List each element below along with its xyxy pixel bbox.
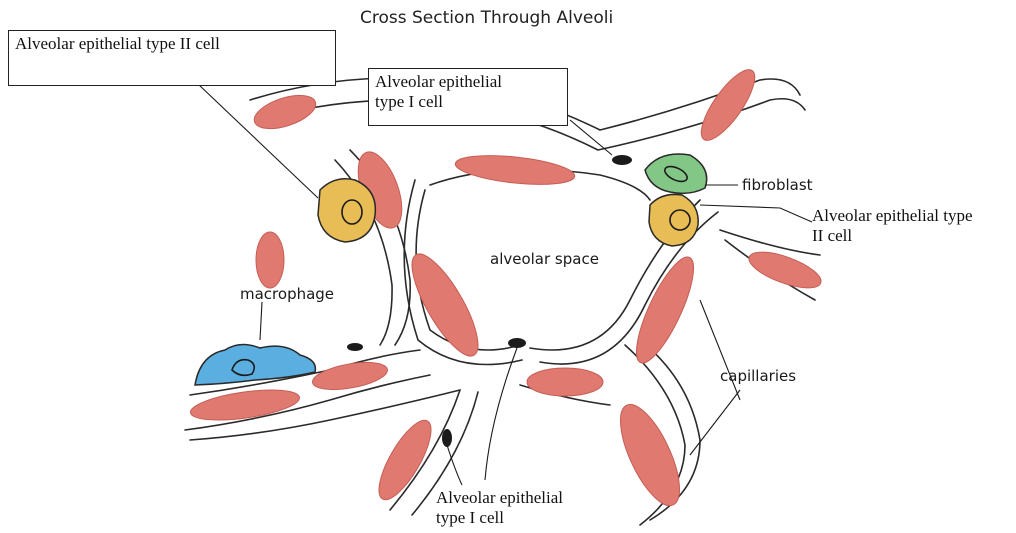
type2-cell-left (318, 179, 375, 242)
rbc-3 (454, 151, 576, 189)
label-macrophage: macrophage (240, 285, 334, 303)
macrophage-cell (195, 344, 315, 385)
fibroblast-cell (645, 154, 707, 193)
label-type1-top: Alveolar epithelial type I cell (368, 68, 568, 126)
diagram-title: Cross Section Through Alveoli (360, 8, 613, 28)
macrophage-body (195, 344, 315, 385)
rbc-5 (400, 246, 489, 364)
rbc-10 (189, 384, 302, 425)
label-fibroblast: fibroblast (742, 176, 813, 194)
leader-type1-bottom-a (485, 348, 517, 480)
rbc-11 (527, 368, 603, 396)
type1-nucleus-bottom (442, 429, 452, 447)
rbc-6 (256, 232, 284, 288)
label-capillaries: capillaries (720, 367, 796, 385)
rbc-8 (745, 245, 825, 295)
type2-cell-right (649, 194, 698, 246)
leader-macrophage (260, 302, 262, 340)
rbc-1 (250, 89, 320, 135)
label-type1-bottom: Alveolar epithelial type I cell (436, 488, 563, 528)
type1-nucleus-top (612, 155, 632, 165)
fibroblast-body (645, 154, 707, 193)
septum-right-1 (720, 230, 820, 255)
leader-capillaries-1 (690, 390, 740, 455)
rbc-13 (609, 397, 692, 514)
rbc-9 (310, 358, 389, 395)
label-type2-top: Alveolar epithelial type II cell (8, 30, 336, 86)
rbc-7 (626, 251, 704, 370)
label-alveolar-space: alveolar space (490, 250, 599, 268)
label-type2-right: Alveolar epithelial type II cell (812, 206, 973, 246)
rbc-4 (692, 63, 763, 148)
type1-nucleus-left (347, 343, 363, 351)
leader-capillaries-2 (700, 300, 740, 400)
type1-nucleus-center (508, 338, 526, 348)
